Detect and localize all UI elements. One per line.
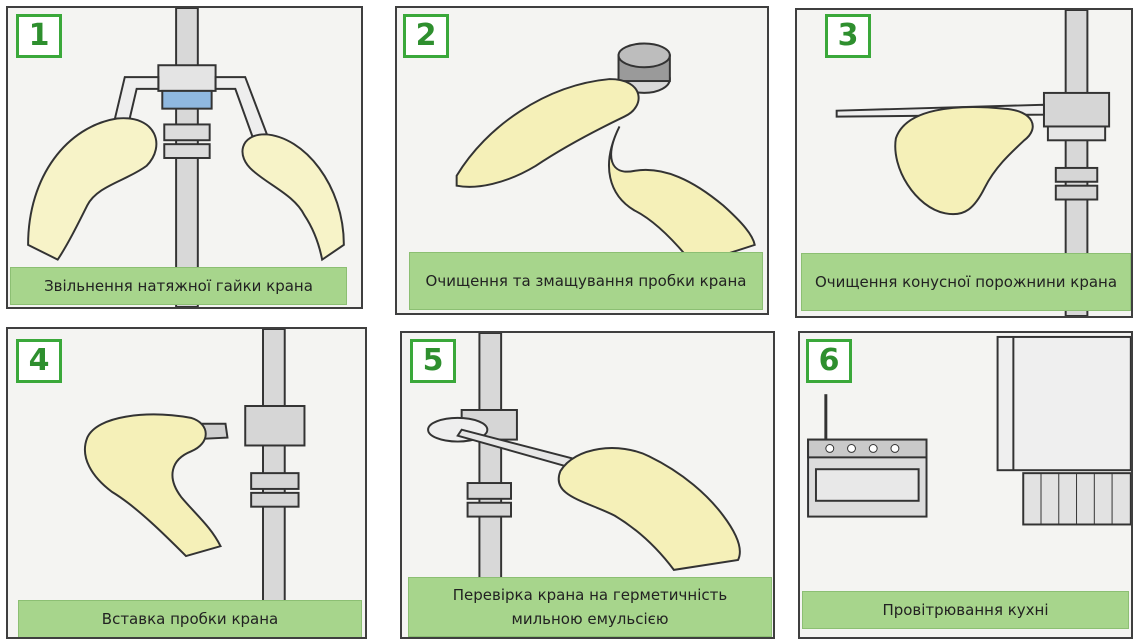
step-caption: Очищення та змащування пробки крана xyxy=(409,252,763,310)
step-number-badge: 6 xyxy=(806,339,852,383)
step-panel-3: 3 Очищення конусної порожнини крана xyxy=(795,8,1133,318)
step-caption: Звільнення натяжної гайки крана xyxy=(10,267,347,305)
step-panel-4: 4 Вставка пробки крана xyxy=(6,327,367,639)
step-panel-1: 1 Звільнення натяжної гайки крана xyxy=(6,6,363,309)
step-number-badge: 5 xyxy=(410,339,456,383)
step-panel-6: 6 Провітрювання кухні xyxy=(798,331,1133,639)
step-caption: Вставка пробки крана xyxy=(18,600,362,638)
step-panel-5: 5 Перевірка крана на герметичність мильн… xyxy=(400,331,775,639)
step-number-badge: 1 xyxy=(16,14,62,58)
step-caption: Провітрювання кухні xyxy=(802,591,1129,629)
step-panel-2: 2 Очищення та змащування пробки крана xyxy=(395,6,769,315)
step-number-badge: 4 xyxy=(16,339,62,383)
step-caption: Очищення конусної порожнини крана xyxy=(801,253,1131,311)
step-number-badge: 2 xyxy=(403,14,449,58)
step-caption: Перевірка крана на герметичність мильною… xyxy=(408,577,772,637)
step-number-badge: 3 xyxy=(825,14,871,58)
